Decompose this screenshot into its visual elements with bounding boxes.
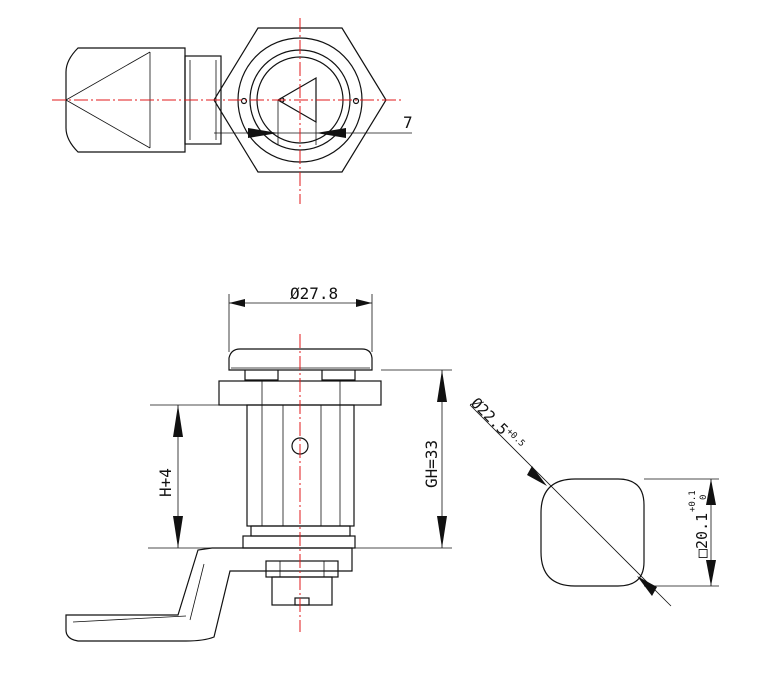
dimension-gh-33: GH=33 [422, 440, 441, 488]
dimension-square-cutout: □20.1 [693, 513, 711, 558]
dimension-diameter-cutout: Ø22.5+0.5 [467, 394, 527, 454]
top-view-handle [65, 47, 186, 153]
dimension-diameter-top: Ø27.8 [290, 284, 338, 303]
dimension-square-tol-lower: 0 [699, 495, 709, 500]
top-view: 7 [52, 18, 413, 204]
dimension-h-plus-4: H+4 [156, 468, 175, 497]
dimension-top-width: 7 [403, 113, 413, 132]
cutout-shape [540, 478, 645, 587]
dimension-square-tol-upper: +0.1 [688, 490, 698, 512]
lock-bottom-nut [265, 560, 339, 578]
lock-cap [228, 348, 373, 371]
lock-cam-handle [65, 547, 353, 642]
side-view: Ø27.8 H+4 [65, 284, 452, 642]
panel-cutout: Ø22.5+0.5 □20.1 +0.1 0 [467, 394, 719, 607]
